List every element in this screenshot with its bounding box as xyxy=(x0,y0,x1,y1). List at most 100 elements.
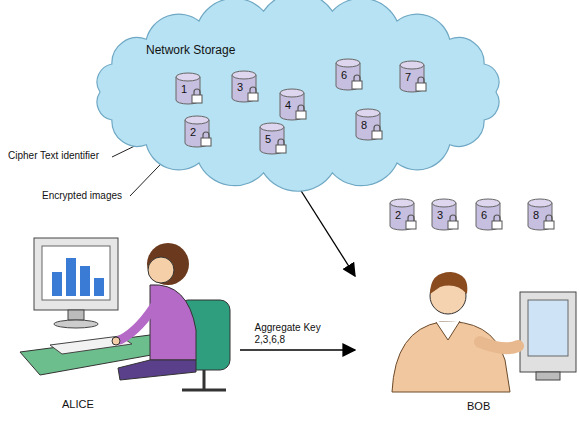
cylinder-top xyxy=(400,61,424,69)
storage-cylinder xyxy=(258,122,288,156)
alice-figure xyxy=(120,300,158,340)
storage-cylinder xyxy=(183,115,213,149)
storage-cylinder: 8 xyxy=(526,198,556,232)
lock-icon xyxy=(352,81,362,89)
storage-cylinder: 2 xyxy=(388,198,418,232)
cloud-title: Network Storage xyxy=(146,44,235,58)
alice-figure xyxy=(182,389,226,392)
storage-cylinder: 8 xyxy=(354,108,384,142)
edge-label: Aggregate Key 2,3,6,8 xyxy=(253,322,339,346)
cylinder-top xyxy=(176,73,200,81)
alice-figure xyxy=(54,320,98,328)
alice-figure xyxy=(34,238,118,310)
ciphertext-number: 2 xyxy=(391,209,405,222)
alice-figure xyxy=(112,337,120,345)
alice-figure xyxy=(52,272,62,296)
lock-icon xyxy=(494,215,500,221)
alice-figure xyxy=(42,246,110,300)
ciphertext-number: 6 xyxy=(477,209,491,222)
lock-icon xyxy=(250,87,256,93)
cylinder-top xyxy=(336,59,360,67)
ciphertext-number: 8 xyxy=(357,119,371,132)
cylinder-top xyxy=(528,199,552,207)
storage-cylinder: 1 xyxy=(174,72,204,106)
lock-icon xyxy=(278,139,284,145)
person-figure: BOB xyxy=(355,262,577,418)
bob-figure xyxy=(520,292,576,372)
lock-icon xyxy=(276,145,286,153)
lock-icon xyxy=(374,125,380,131)
alice-figure xyxy=(50,336,132,354)
cylinder-top xyxy=(185,116,209,124)
alice-figure xyxy=(148,257,174,283)
lock-icon xyxy=(546,215,552,221)
storage-cylinder: 3 xyxy=(230,70,260,104)
callout-label: Encrypted images xyxy=(42,190,122,202)
bob-figure xyxy=(392,272,576,392)
lock-icon xyxy=(192,95,202,103)
storage-cylinder xyxy=(388,198,418,232)
lock-icon xyxy=(544,221,554,229)
alice-figure xyxy=(118,360,196,380)
ciphertext-number: 3 xyxy=(233,81,247,94)
person-name: BOB xyxy=(467,400,490,413)
ciphertext-number: 4 xyxy=(281,99,295,112)
alice-figure xyxy=(66,258,76,296)
lock-icon xyxy=(298,105,304,111)
bob-figure xyxy=(436,321,460,340)
person-name: ALICE xyxy=(62,398,94,411)
lock-icon xyxy=(372,131,382,139)
storage-cylinder xyxy=(526,198,556,232)
lock-icon xyxy=(450,215,456,221)
lock-icon xyxy=(418,77,424,83)
alice-figure xyxy=(68,310,84,320)
lock-icon xyxy=(492,221,502,229)
lock-icon xyxy=(201,138,211,146)
alice-figure xyxy=(94,278,104,296)
lock-icon xyxy=(448,221,458,229)
alice-figure xyxy=(20,238,230,390)
ciphertext-number: 1 xyxy=(177,83,191,96)
cloud-outline xyxy=(97,0,499,191)
lock-icon xyxy=(416,83,426,91)
lock-icon xyxy=(194,89,200,95)
ciphertext-number: 3 xyxy=(433,209,447,222)
storage-cylinder: 5 xyxy=(258,122,288,156)
storage-cylinder: 6 xyxy=(474,198,504,232)
storage-cylinder xyxy=(278,88,308,122)
bob-figure xyxy=(430,272,467,294)
network-storage-cloud: Network Storage 1 2 3 4 5 6 7 8 xyxy=(88,0,508,188)
storage-cylinder xyxy=(430,198,460,232)
lock-icon xyxy=(203,132,209,138)
bob-figure xyxy=(480,342,518,348)
person-figure: ALICE xyxy=(30,232,240,416)
storage-cylinder: 7 xyxy=(398,60,428,94)
cylinder-top xyxy=(356,109,380,117)
storage-cylinder xyxy=(334,58,364,92)
alice-figure xyxy=(147,243,189,285)
cylinder-top xyxy=(390,199,414,207)
storage-cylinder xyxy=(398,60,428,94)
lock-icon xyxy=(296,111,306,119)
ciphertext-number: 6 xyxy=(337,69,351,82)
storage-cylinder: 4 xyxy=(278,88,308,122)
ciphertext-number: 7 xyxy=(401,71,415,84)
storage-cylinder xyxy=(174,72,204,106)
storage-cylinder xyxy=(474,198,504,232)
lock-icon xyxy=(408,215,414,221)
alice-figure xyxy=(203,370,206,390)
storage-cylinder: 6 xyxy=(334,58,364,92)
storage-cylinder: 2 xyxy=(183,115,213,149)
alice-figure xyxy=(80,266,90,296)
bob-figure xyxy=(528,300,568,356)
storage-cylinder: 3 xyxy=(430,198,460,232)
cylinder-top xyxy=(476,199,500,207)
connector-arrow xyxy=(240,349,355,350)
connector-arrow xyxy=(298,186,355,276)
lock-icon xyxy=(406,221,416,229)
storage-cylinder xyxy=(354,108,384,142)
storage-cylinder xyxy=(230,70,260,104)
ciphertext-number: 5 xyxy=(261,133,275,146)
cylinder-top xyxy=(432,199,456,207)
